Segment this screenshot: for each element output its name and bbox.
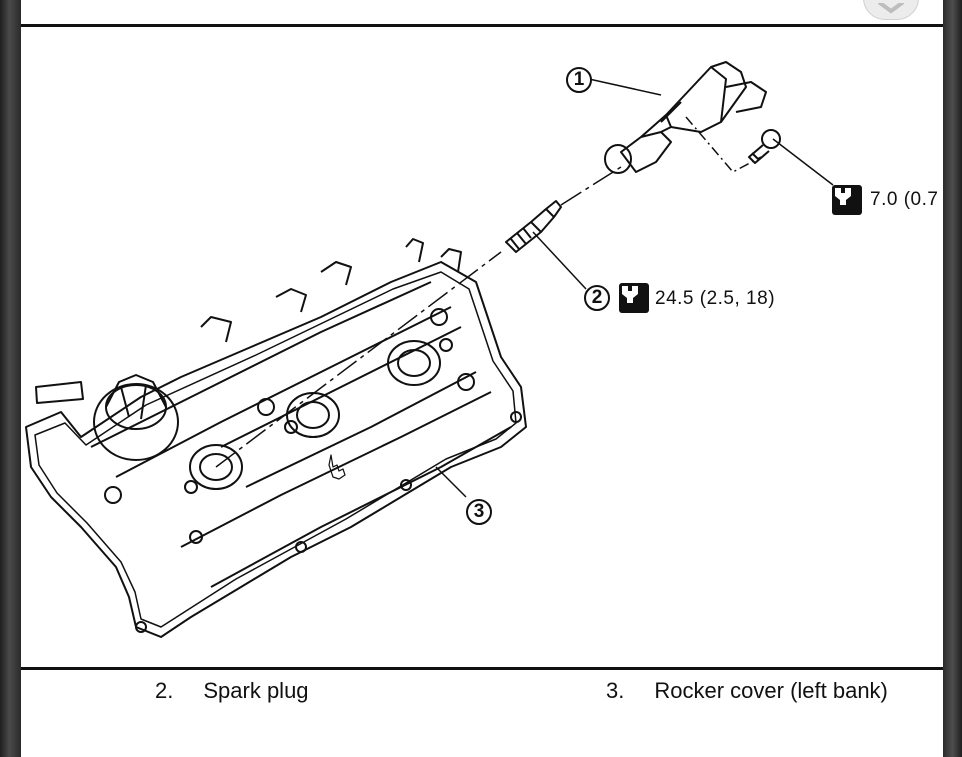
coil-bolt-torque: 7.0 (0.7 [870,189,939,210]
torque-wrench-icon [832,185,862,215]
ignition-coil-drawing [604,61,767,174]
close-icon [878,3,904,14]
legend-number: 2. [155,678,174,703]
legend-item-rocker-cover: 3. Rocker cover (left bank) [606,678,888,704]
oil-filler-cap [93,383,179,461]
torque-wrench-icon [619,283,649,313]
callout-1: 1 [566,67,592,93]
spark-plug-drawing [505,200,562,253]
figure-divider [21,667,943,670]
rocker-cover-flange [25,261,527,638]
spark-plug-torque: 24.5 (2.5, 18) [655,288,776,309]
ignition-coil-sparkplug-diagram [25,61,834,638]
diagram-figure: 1 2 24.5 (2.5, 18) 3 7.0 (0.7 [21,27,943,667]
viewer-top-bar [21,0,943,27]
legend-number: 3. [606,678,625,703]
legend-item-spark-plug: 2. Spark plug [155,678,309,704]
callout-2: 2 [584,285,610,311]
image-viewer-panel: 1 2 24.5 (2.5, 18) 3 7.0 (0.7 2. Spark pl… [21,0,943,757]
legend-label: Spark plug [203,678,309,703]
window-frame-left [0,0,21,757]
legend-label: Rocker cover (left bank) [654,678,888,703]
coil-bolt-drawing [748,129,781,164]
window-frame-right [943,0,962,757]
close-button[interactable] [863,0,919,20]
plug-bore-3 [387,340,441,386]
plug-bore-1 [189,444,243,490]
callout-3: 3 [466,499,492,525]
